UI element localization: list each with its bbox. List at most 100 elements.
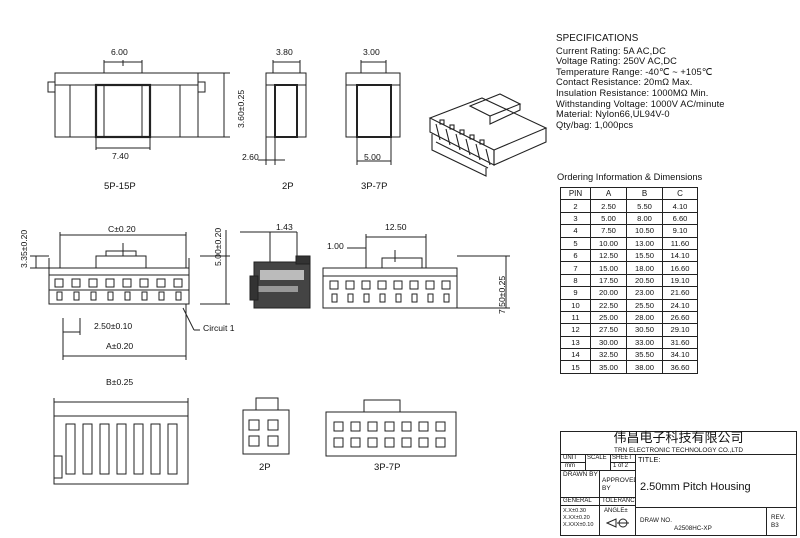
pin-slot — [158, 291, 165, 301]
pin-slot — [363, 293, 370, 303]
spec-line: Insulation Resistance: 1000MΩ Min. — [556, 87, 709, 98]
pin-slot — [411, 293, 418, 303]
housing-slot — [116, 423, 127, 475]
dim-12-50: 12.50 — [385, 222, 407, 232]
table-cell: 26.60 — [662, 310, 698, 325]
pin-cavity — [367, 437, 378, 448]
pin-cavity — [333, 421, 344, 432]
dim-5-00-b: 5.00±0.20 — [213, 227, 223, 266]
table-cell: 32.50 — [590, 348, 627, 362]
dim-2-60: 2.60 — [242, 152, 259, 162]
tol-3: X.XXX±0.10 — [563, 522, 594, 528]
top-view-3p-7p — [345, 60, 401, 165]
bottom-view-large — [53, 398, 189, 485]
table-cell: 11 — [560, 310, 591, 325]
pin-cavity — [329, 280, 339, 290]
tol-2: X.XX±0.20 — [563, 515, 590, 521]
table-cell: 9.10 — [662, 224, 698, 238]
housing-slot — [167, 423, 178, 475]
draw-no-label: DRAW NO. — [640, 517, 672, 524]
pin-cavity — [367, 421, 378, 432]
table-cell: 2 — [560, 199, 591, 213]
table-cell: 15 — [560, 360, 591, 374]
rev-value: B3 — [771, 522, 779, 529]
table-cell: 13.00 — [626, 236, 663, 250]
table-cell: 6.60 — [662, 211, 698, 226]
spec-line: Voltage Rating: 250V AC,DC — [556, 56, 677, 67]
dim-1-43: 1.43 — [276, 222, 293, 232]
title-value: 2.50mm Pitch Housing — [640, 481, 751, 493]
table-cell: 10 — [560, 298, 591, 312]
specifications-heading: SPECIFICATIONS — [556, 33, 639, 44]
table-cell: 31.60 — [662, 335, 698, 350]
dim-b: B±0.25 — [106, 377, 134, 387]
pin-slot — [379, 293, 386, 303]
table-cell: 17.50 — [590, 273, 627, 288]
pin-cavity — [418, 421, 429, 432]
title-block: 伟昌电子科技有限公司 TRN ELECTRONIC TECHNOLOGY CO.… — [560, 431, 797, 536]
pin-slot — [427, 293, 434, 303]
table-cell: 27.50 — [590, 323, 627, 337]
dim-a: A±0.20 — [106, 341, 134, 351]
dim-5-00: 5.00 — [364, 152, 381, 162]
table-cell: 33.00 — [626, 335, 663, 350]
pin-cavity — [88, 278, 98, 288]
table-cell: 7.50 — [590, 224, 627, 238]
table-cell: 20.50 — [626, 273, 663, 288]
table-cell: 24.10 — [662, 298, 698, 312]
pin-cavity — [393, 280, 403, 290]
table-cell: 20.00 — [590, 286, 627, 300]
spec-line: Qty/bag: 1,000pcs — [556, 119, 634, 130]
view-label-2p-bottom: 2P — [259, 462, 271, 473]
table-cell: 16.60 — [662, 261, 698, 275]
table-cell: 35.50 — [626, 348, 663, 362]
front-view-right — [322, 234, 510, 309]
company-name-cn: 伟昌电子科技有限公司 — [613, 431, 744, 446]
table-cell: 15.50 — [626, 248, 663, 263]
pin-cavity — [345, 280, 355, 290]
table-cell: 22.50 — [590, 298, 627, 312]
pin-cavity — [418, 437, 429, 448]
column-header: PIN — [560, 186, 591, 201]
tol-1: X.X±0.30 — [563, 508, 586, 514]
pin-cavity — [122, 278, 132, 288]
isometric-housing-image — [428, 93, 548, 177]
small-view-2p — [242, 397, 290, 455]
pin-cavity — [377, 280, 387, 290]
table-cell: 8 — [560, 273, 591, 288]
table-cell: 14.10 — [662, 248, 698, 263]
table-cell: 15.00 — [590, 261, 627, 275]
table-cell: 5 — [560, 236, 591, 250]
table-cell: 3 — [560, 211, 591, 226]
dim-7-40: 7.40 — [112, 151, 129, 161]
table-cell: 38.00 — [626, 360, 663, 374]
scale-label: SCALE — [585, 454, 611, 471]
spec-line: Material: Nylon66,UL94V-0 — [556, 109, 670, 120]
table-cell: 13 — [560, 335, 591, 350]
ordering-heading: Ordering Information & Dimensions — [557, 172, 703, 182]
table-cell: 14 — [560, 348, 591, 362]
pin-slot — [331, 293, 338, 303]
tolerance-values: X.X±0.30 X.XX±0.20 X.XXX±0.10 — [560, 505, 600, 536]
column-header: C — [662, 186, 698, 201]
table-cell: 7 — [560, 261, 591, 275]
pin-slot — [73, 291, 80, 301]
pin-slot — [141, 291, 148, 301]
pin-cavity — [350, 421, 361, 432]
rev-cell: REV. B3 — [766, 507, 797, 536]
table-cell: 8.00 — [626, 211, 663, 226]
housing-slot — [99, 423, 110, 475]
view-label-5p-15p: 5P-15P — [104, 181, 136, 192]
table-cell: 36.60 — [662, 360, 698, 374]
table-cell: 5.00 — [590, 211, 627, 226]
dim-3-80: 3.80 — [276, 47, 293, 57]
title-label: TITLE: — [638, 455, 661, 464]
table-cell: 21.60 — [662, 286, 698, 300]
pin-cavity — [71, 278, 81, 288]
